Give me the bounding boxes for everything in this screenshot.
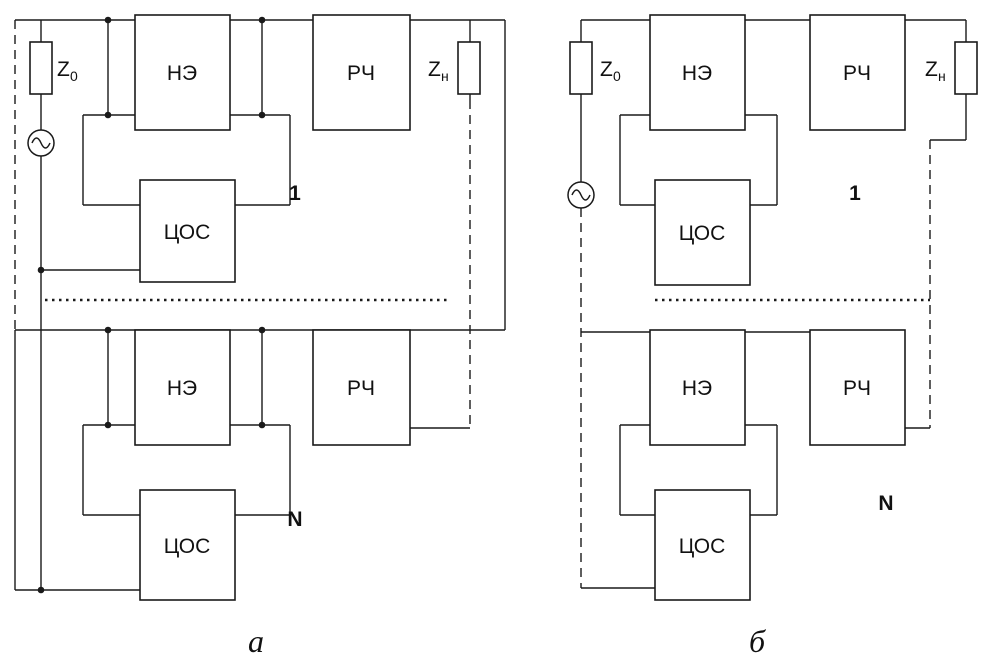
stage-index-1-a: 1 — [289, 182, 301, 205]
cos-block-stageN-a: ЦОС — [139, 489, 236, 601]
ac-source-icon — [27, 129, 55, 157]
ne-label: НЭ — [682, 62, 712, 85]
ne-box — [649, 14, 746, 131]
z0-box-b — [569, 41, 593, 95]
sine-wave-icon-a — [31, 137, 51, 149]
junction-dots-a — [37, 16, 266, 594]
junction-dot — [104, 16, 112, 24]
rch-label: РЧ — [843, 62, 871, 85]
rch-block-stage1-a: РЧ — [312, 14, 411, 131]
ac-source-icon — [567, 181, 595, 209]
stage-index-n-a: N — [287, 508, 302, 531]
zn-subscript: н — [938, 68, 946, 84]
source-circle-b — [567, 181, 595, 209]
zn-box-b — [954, 41, 978, 95]
sine-wave-icon-b — [571, 189, 591, 201]
junction-dot — [258, 326, 266, 334]
zn-label: Z — [428, 58, 441, 81]
wires-solid-b — [580, 19, 967, 589]
diagram-a: Z 0 НЭ РЧ Z н ЦОС 1 НЭ РЧ — [14, 14, 506, 659]
stage-index-1-b: 1 — [849, 182, 861, 205]
cos-block-stageN-b: ЦОС — [654, 489, 751, 601]
diagram-b: Z 0 НЭ РЧ Z н ЦОС 1 НЭ РЧ — [567, 14, 978, 659]
rch-label: РЧ — [843, 377, 871, 400]
ne-label: НЭ — [682, 377, 712, 400]
ne-label: НЭ — [167, 377, 197, 400]
rch-block-stage1-b: РЧ — [809, 14, 906, 131]
zn-subscript: н — [441, 68, 449, 84]
junction-dot — [37, 266, 45, 274]
cos-label: ЦОС — [679, 222, 726, 245]
rch-box — [312, 329, 411, 446]
stage-index-n-b: N — [878, 492, 893, 515]
z0-box-a — [29, 41, 53, 95]
cos-label: ЦОС — [164, 535, 211, 558]
load-impedance-b: Z н — [925, 41, 978, 95]
wires-solid-a — [14, 19, 506, 591]
cos-box — [654, 489, 751, 601]
ne-box — [134, 329, 231, 446]
cos-block-stage1-b: ЦОС — [654, 179, 751, 286]
cos-label: ЦОС — [679, 535, 726, 558]
load-impedance-a: Z н — [428, 41, 481, 95]
zn-label: Z — [925, 58, 938, 81]
junction-dot — [258, 421, 266, 429]
ne-box — [649, 329, 746, 446]
junction-dot — [258, 16, 266, 24]
ne-block-stage1-b: НЭ — [649, 14, 746, 131]
rch-box — [312, 14, 411, 131]
junction-dot — [104, 421, 112, 429]
z0-subscript: 0 — [70, 68, 78, 84]
rch-box — [809, 14, 906, 131]
z0-subscript: 0 — [613, 68, 621, 84]
source-circle-a — [27, 129, 55, 157]
z0-label: Z — [57, 58, 70, 81]
cos-box — [139, 179, 236, 283]
source-impedance-b: Z 0 — [569, 41, 621, 95]
junction-dot — [104, 111, 112, 119]
cos-label: ЦОС — [164, 221, 211, 244]
caption-a: а — [248, 623, 264, 659]
rch-label: РЧ — [347, 377, 375, 400]
z0-label: Z — [600, 58, 613, 81]
boundary-dashed-left-a — [14, 20, 471, 428]
rch-box — [809, 329, 906, 446]
ne-box — [134, 14, 231, 131]
zn-box-a — [457, 41, 481, 95]
ne-block-stageN-a: НЭ — [134, 329, 231, 446]
rch-label: РЧ — [347, 62, 375, 85]
junction-dot — [37, 586, 45, 594]
ne-block-stage1-a: НЭ — [134, 14, 231, 131]
source-impedance-a: Z 0 — [29, 41, 78, 95]
junction-dot — [104, 326, 112, 334]
rch-block-stageN-a: РЧ — [312, 329, 411, 446]
ne-block-stageN-b: НЭ — [649, 329, 746, 446]
caption-b: б — [749, 623, 766, 659]
cos-box — [139, 489, 236, 601]
junction-dot — [258, 111, 266, 119]
ne-label: НЭ — [167, 62, 197, 85]
dashed-buses-b — [580, 140, 931, 588]
rch-block-stageN-b: РЧ — [809, 329, 906, 446]
cos-box — [654, 179, 751, 286]
cos-block-stage1-a: ЦОС — [139, 179, 236, 283]
